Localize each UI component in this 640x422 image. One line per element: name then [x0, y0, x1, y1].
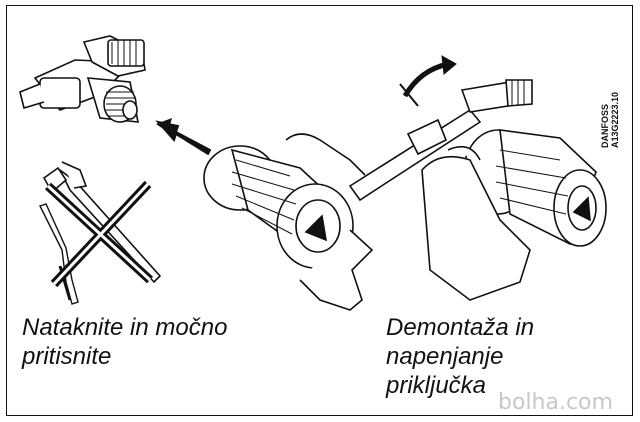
curved-arrow-icon	[399, 55, 457, 107]
manufacturer-code: DANFOSS A13G2223.10	[600, 92, 620, 148]
hand-icon	[421, 145, 531, 301]
caption-right: Demontaža in napenjanje priključka	[386, 313, 534, 400]
connector-tube	[348, 79, 533, 202]
watermark: bolha.com	[498, 390, 613, 415]
hand-icon	[285, 133, 374, 311]
radiator-valve-icon	[19, 35, 146, 123]
code-number: A13G2223.10	[610, 91, 620, 148]
caption-left-line-2: pritisnite	[22, 343, 112, 370]
caption-right-line-2: napenjanje	[386, 343, 504, 370]
code-brand: DANFOSS	[600, 103, 610, 148]
caption-right-line-1: Demontaža in	[386, 314, 535, 341]
caption-right-line-3: priključka	[386, 372, 487, 399]
caption-left: Nataknite in močno pritisnite	[22, 313, 227, 371]
arrow-left-icon	[155, 118, 212, 156]
caption-left-line-1: Nataknite in močno	[22, 314, 228, 341]
prohibited-tools-icon	[39, 161, 162, 305]
